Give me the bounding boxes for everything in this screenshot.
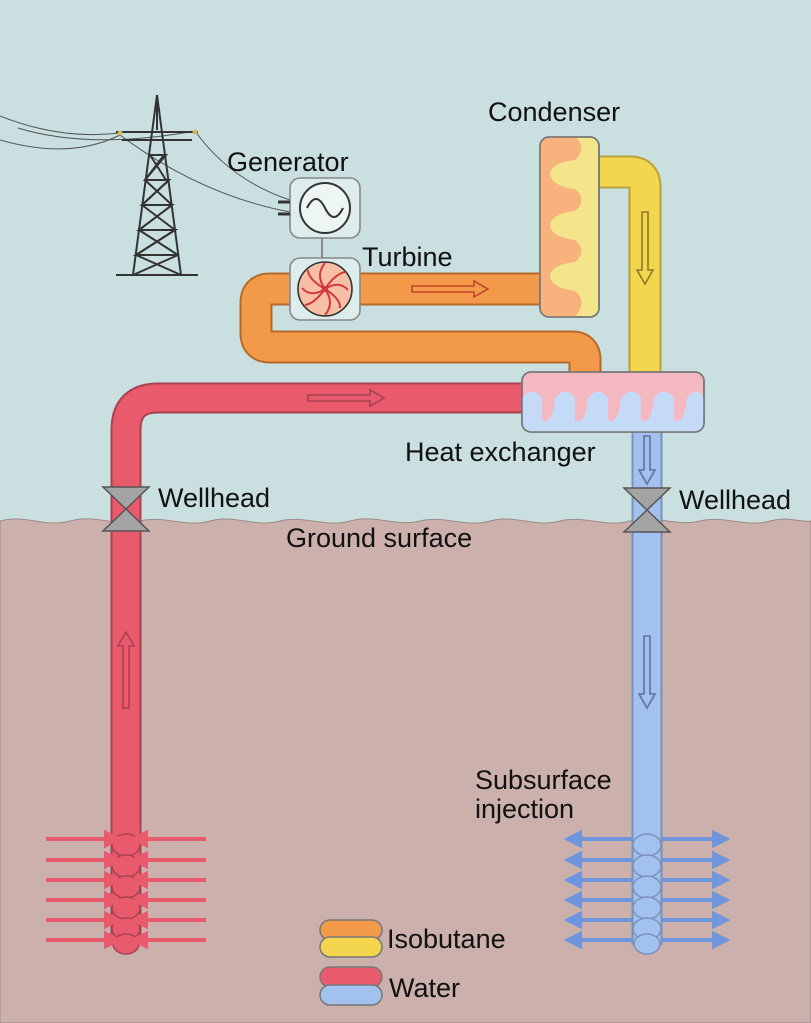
generator-label: Generator (227, 147, 349, 177)
legend-isobutane-label: Isobutane (387, 924, 506, 954)
wellhead-right-label: Wellhead (679, 485, 792, 515)
flow-arrow-hx-down (637, 435, 657, 486)
flow-arrow-vapor-right (411, 279, 490, 299)
hot-water-pipe (110, 382, 528, 945)
injection-well-zone (632, 833, 662, 955)
subsurface-injection-label-line1: Subsurface (475, 765, 612, 795)
flow-arrow-up (116, 630, 136, 709)
legend-water-label: Water (389, 973, 461, 1003)
heat-exchanger (521, 371, 705, 433)
production-well-zone (111, 833, 141, 955)
legend-swatches (319, 919, 383, 1006)
turbine-rotor-icon (289, 257, 361, 321)
subsurface-injection-label-line2: injection (475, 794, 575, 824)
power-lines (0, 115, 291, 213)
flow-arrow-liquid-down (635, 211, 655, 286)
outflow-arrows (563, 829, 731, 950)
power-transmission-tower-icon (116, 94, 198, 276)
flow-arrow-down (637, 635, 657, 710)
generator-sine-wave-icon (278, 177, 361, 258)
heat-exchanger-label: Heat exchanger (405, 437, 596, 467)
ground-surface-label: Ground surface (286, 523, 473, 553)
condenser-label: Condenser (488, 97, 621, 127)
wellhead-valve-icon (622, 487, 672, 533)
inflow-arrows (46, 829, 206, 950)
condenser (539, 136, 600, 318)
wellhead-valve-icon (101, 486, 151, 532)
isobutane-liquid-pipe (596, 155, 662, 375)
wellhead-left-label: Wellhead (158, 483, 271, 513)
flow-arrow-water-right (307, 388, 386, 408)
isobutane-vapor-pipe (239, 272, 602, 377)
turbine-label: Turbine (362, 242, 453, 272)
